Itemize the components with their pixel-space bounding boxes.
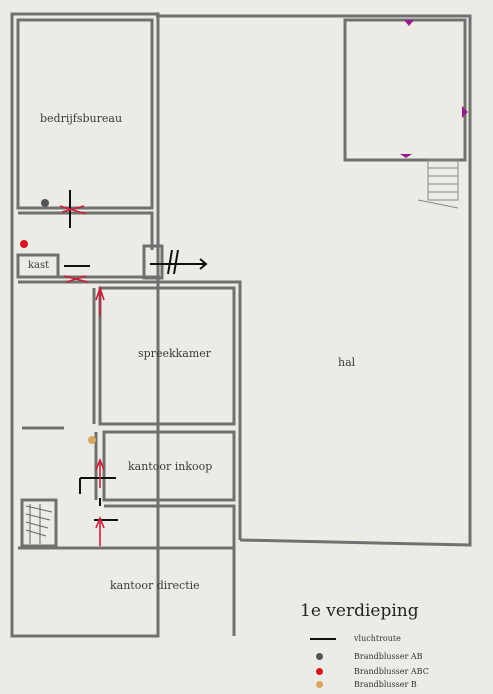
route-line-icon	[310, 638, 336, 640]
marker	[400, 154, 412, 158]
extinguisher-ab-icon	[316, 653, 323, 660]
legend-abc-label: Brandblusser ABC	[354, 667, 429, 676]
room-label-spreekkamer: spreekkamer	[138, 347, 212, 360]
wall-bedrijfsbureau	[16, 18, 154, 210]
door-mark	[59, 205, 87, 215]
legend-b-label: Brandblusser B	[354, 680, 417, 689]
legend-ab-label: Brandblusser AB	[354, 652, 423, 661]
escape-route-segment	[167, 249, 173, 275]
extinguisher-abc	[20, 240, 28, 248]
escape-route	[64, 190, 208, 521]
wall-stair-block	[142, 244, 164, 280]
wall-directie-top	[104, 504, 236, 548]
stairs-hall-outline	[427, 159, 459, 201]
stairs-hall	[417, 159, 459, 209]
stairs-corner-step	[25, 529, 47, 537]
wall-kast	[16, 253, 60, 279]
extinguisher-abc-icon	[316, 668, 323, 675]
door-mark	[65, 275, 87, 283]
wall-central-block	[18, 280, 242, 432]
stairs-hall-step	[417, 199, 459, 209]
outer-wall-hall	[156, 14, 472, 547]
wall-kantoor-directie	[18, 546, 236, 636]
markers	[400, 20, 468, 158]
wall-stair-box	[20, 498, 58, 548]
floor-title: 1e verdieping	[300, 601, 419, 621]
legend-route-label: vluchtroute	[354, 634, 401, 643]
wall-stair-room	[343, 18, 467, 162]
escape-route-segment	[173, 249, 179, 275]
stairs-corner-step	[25, 521, 49, 529]
extinguisher-b	[88, 436, 96, 444]
room-label-kantoor-directie: kantoor directie	[110, 579, 200, 592]
outer-wall-left	[10, 12, 160, 638]
room-label-kantoor-inkoop: kantoor inkoop	[128, 460, 213, 473]
room-label-kast: kast	[28, 260, 50, 271]
wall-spreekkamer	[98, 286, 236, 426]
marker	[404, 20, 414, 26]
marker	[462, 106, 468, 118]
door-marks	[59, 205, 105, 546]
escape-route-arrow	[199, 258, 208, 270]
extinguisher-b-icon	[316, 681, 323, 688]
room-label-hal: hal	[338, 356, 356, 369]
extinguisher-ab	[41, 199, 49, 207]
room-label-bedrijfsbureau: bedrijfsbureau	[40, 112, 123, 125]
wall-kast-zone	[18, 211, 154, 250]
wall-kantoor-inkoop	[102, 430, 236, 502]
door-mark	[61, 205, 85, 213]
stairs-corner	[25, 504, 53, 544]
